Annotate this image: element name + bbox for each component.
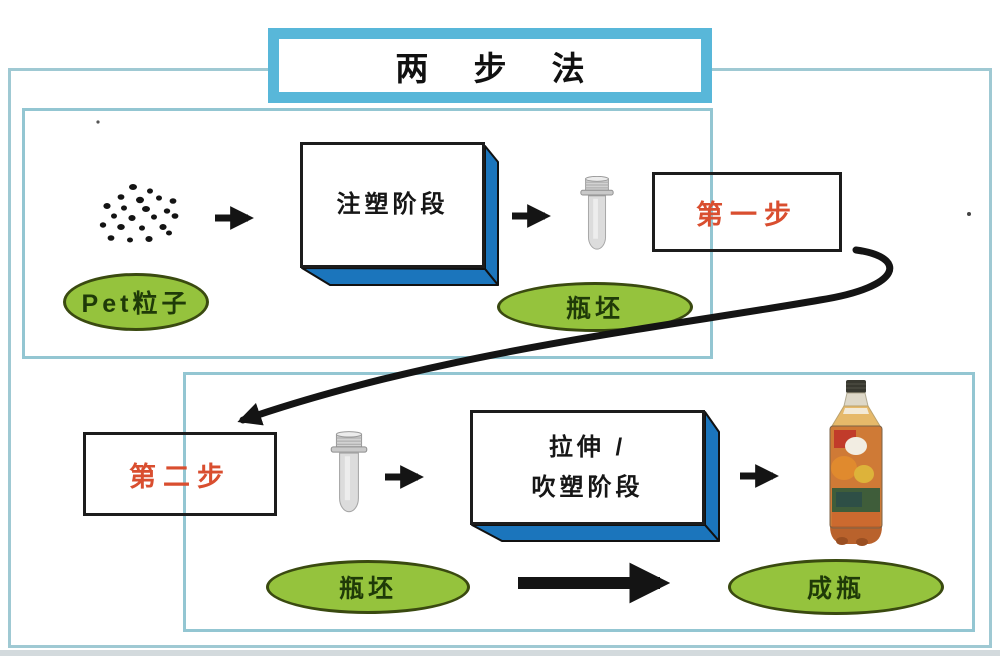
bottom-edge-strip bbox=[0, 650, 1000, 656]
finished-bottle-icon bbox=[822, 380, 890, 548]
preform-label-step2: 瓶坯 bbox=[338, 575, 397, 603]
step-one-box: 第一步 bbox=[652, 172, 842, 252]
preform-icon bbox=[326, 426, 372, 520]
finished-bottle-ellipse: 成瓶 bbox=[728, 559, 944, 615]
step-two-box: 第二步 bbox=[83, 432, 277, 516]
preform-ellipse-step1: 瓶坯 bbox=[497, 282, 693, 332]
preform-label-step1: 瓶坯 bbox=[565, 295, 624, 323]
step-two-label: 第二步 bbox=[129, 461, 231, 492]
injection-stage-label: 注塑阶段 bbox=[336, 191, 449, 218]
preform-icon bbox=[576, 176, 618, 252]
pet-pellets-ellipse: Pet粒子 bbox=[63, 273, 209, 331]
diagram-title-box: 两 步 法 bbox=[268, 28, 712, 103]
finished-bottle-label: 成瓶 bbox=[806, 575, 865, 603]
blow-stage-box: 拉伸 / 吹塑阶段 bbox=[470, 410, 705, 525]
injection-stage-box: 注塑阶段 bbox=[300, 142, 485, 268]
diagram-title: 两 步 法 bbox=[395, 49, 599, 87]
blow-stage-label-line1: 拉伸 / bbox=[548, 433, 627, 461]
pet-pellets-label: Pet粒子 bbox=[81, 290, 191, 318]
preform-ellipse-step2: 瓶坯 bbox=[266, 560, 470, 614]
blow-stage-label-line2: 吹塑阶段 bbox=[531, 473, 644, 501]
step-one-label: 第一步 bbox=[696, 199, 798, 230]
